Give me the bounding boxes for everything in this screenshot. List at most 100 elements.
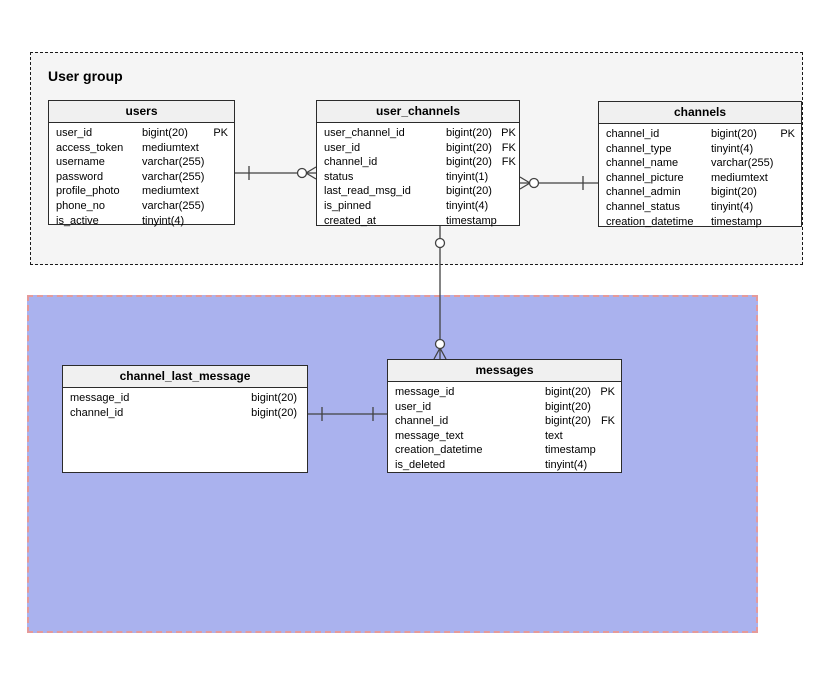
- field-name: channel_id: [395, 415, 449, 428]
- field-row: message_text text: [395, 429, 615, 444]
- field-name: user_id: [395, 400, 432, 413]
- field-name: last_read_msg_id: [324, 185, 411, 198]
- field-type: bigint(20): [446, 141, 492, 154]
- field-row: created_at timestamp: [324, 214, 513, 229]
- table-users-fields: user_id bigint(20) PK access_token mediumtex…: [49, 123, 234, 228]
- field-key: [771, 200, 795, 215]
- field-name: user_id: [324, 141, 361, 154]
- field-key: [204, 199, 228, 214]
- field-type: tinyint(4): [711, 200, 754, 213]
- field-row: is_active tinyint(4): [56, 214, 228, 229]
- field-type: bigint(20): [711, 186, 757, 199]
- field-name: creation_datetime: [606, 215, 694, 228]
- field-type: timestamp: [711, 215, 762, 228]
- field-name: is_active: [56, 214, 99, 227]
- table-messages-title: messages: [388, 360, 621, 382]
- field-name: password: [56, 170, 104, 183]
- field-name: channel_name: [606, 157, 679, 170]
- field-type: bigint(20): [251, 406, 297, 419]
- field-name: created_at: [324, 214, 376, 227]
- field-key: [204, 141, 228, 156]
- field-type: bigint(20): [545, 386, 591, 398]
- field-row: message_id bigint(20): [70, 391, 301, 406]
- field-key: PK: [780, 128, 795, 140]
- field-key: [596, 443, 620, 458]
- field-key: FK: [600, 415, 615, 428]
- field-type: tinyint(4): [446, 199, 489, 212]
- field-name: user_id: [56, 127, 93, 139]
- table-users[interactable]: users user_id bigint(20) PK access_token med…: [48, 100, 235, 228]
- field-key: [204, 214, 228, 229]
- table-users-title: users: [49, 101, 234, 123]
- field-key: [771, 142, 795, 157]
- field-type: mediumtext: [711, 171, 768, 184]
- field-key: FK: [501, 141, 516, 154]
- field-key: [591, 429, 615, 444]
- field-name: phone_no: [56, 199, 105, 212]
- field-key: [492, 184, 516, 199]
- field-key: [591, 458, 615, 473]
- table-channels-title: channels: [599, 102, 801, 124]
- field-name: username: [56, 156, 105, 169]
- field-name: is_deleted: [395, 458, 446, 471]
- user-group-label: User group: [48, 68, 123, 84]
- field-type: timestamp: [545, 444, 596, 457]
- field-type: tinyint(4): [142, 214, 185, 227]
- field-name: profile_photo: [56, 185, 120, 198]
- field-row: is_deleted tinyint(4): [395, 458, 615, 473]
- field-type: tinyint(4): [545, 458, 588, 471]
- field-name: channel_id: [606, 128, 660, 140]
- field-row: user_id bigint(20) FK: [324, 141, 516, 156]
- field-key: [204, 170, 228, 185]
- field-key: PK: [213, 127, 228, 139]
- field-type: bigint(20): [251, 392, 297, 404]
- field-type: timestamp: [446, 214, 497, 227]
- field-name: message_text: [395, 429, 464, 442]
- field-row: access_token mediumtext: [56, 141, 228, 156]
- field-name: channel_id: [324, 156, 378, 169]
- field-key: [771, 185, 795, 200]
- field-row: creation_datetime timestamp: [395, 443, 615, 458]
- field-name: channel_type: [606, 142, 672, 155]
- field-key: [489, 170, 513, 185]
- field-key: [204, 155, 228, 170]
- field-type: text: [545, 429, 563, 442]
- field-type: bigint(20): [142, 127, 188, 139]
- field-name: creation_datetime: [395, 444, 483, 457]
- field-name: user_channel_id: [324, 127, 405, 139]
- field-name: message_id: [70, 392, 130, 404]
- field-name: channel_picture: [606, 171, 684, 184]
- field-type: mediumtext: [142, 141, 199, 154]
- field-type: bigint(20): [446, 156, 492, 169]
- field-key: [591, 400, 615, 415]
- field-name: access_token: [56, 141, 124, 154]
- field-key: [771, 171, 795, 186]
- field-key: [771, 215, 795, 230]
